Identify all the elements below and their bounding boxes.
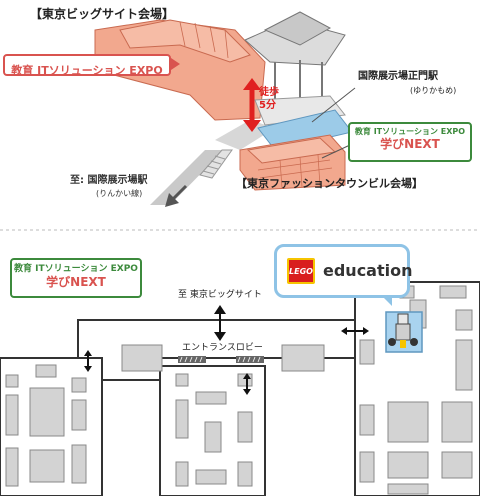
leader-line — [321, 144, 351, 159]
nextbox-top-line1: 教育 ITソリューション EXPO — [354, 127, 466, 136]
walk-arrow — [243, 78, 261, 132]
entrance-mats — [178, 356, 264, 363]
floor-legend-box: 教育 ITソリューション EXPO 学びNEXT — [10, 258, 142, 298]
booths-center-block — [175, 373, 253, 487]
line-rinkai-label: (りんかい線) — [96, 189, 143, 198]
line-yurikamome-label: (ゆりかもめ) — [410, 86, 457, 95]
direction-arrow — [165, 184, 188, 207]
staircase — [199, 149, 233, 179]
booths-left-block — [5, 364, 87, 487]
lego-booth — [385, 311, 423, 353]
to-bigsight-label: 至 東京ビッグサイト — [178, 290, 262, 300]
road-strip — [150, 150, 224, 205]
nextbox-top: 教育 ITソリューション EXPO 学びNEXT — [348, 122, 472, 162]
lego-education-badge: LEGO education — [274, 244, 413, 298]
nextbox-top-line2: 学びNEXT — [380, 136, 440, 151]
lego-education-word: education — [323, 261, 413, 280]
walk-time-line1: 徒歩 — [259, 87, 279, 98]
station-kokusai-seimon-label: 国際展示場正門駅 — [358, 71, 438, 82]
floor-legend-line1: 教育 ITソリューション EXPO — [14, 264, 138, 274]
floor-plan-walls — [0, 281, 480, 496]
fashion-town-grid — [257, 154, 333, 189]
lego-logo: LEGO — [287, 258, 315, 284]
leader-line — [311, 87, 356, 123]
event-label-text: 教育 ITソリューション EXPO — [11, 64, 163, 77]
venue-fashion-town-label: 【東京ファッションタウンビル会場】 — [236, 177, 423, 190]
walk-time-line2: 5分 — [259, 100, 276, 111]
entrance-lobby-label: エントランスロビー — [182, 343, 263, 353]
tower-legs — [274, 60, 323, 100]
staircase-steps — [202, 155, 226, 175]
roof-ribs — [179, 21, 229, 59]
floor-arrows — [84, 305, 369, 395]
event-label-box: 教育 ITソリューション EXPO — [3, 54, 171, 77]
venue-bigsight-label: 【東京ビッグサイト会場】 — [30, 7, 175, 21]
conference-tower-top — [263, 11, 332, 46]
booths-corridor — [121, 344, 325, 372]
floor-legend-line2: 学びNEXT — [46, 274, 106, 289]
to-station-label: 至: 国際展示場駅 — [70, 175, 148, 186]
bigsight-roof-arch — [119, 19, 251, 63]
event-label-pointer — [171, 58, 180, 70]
